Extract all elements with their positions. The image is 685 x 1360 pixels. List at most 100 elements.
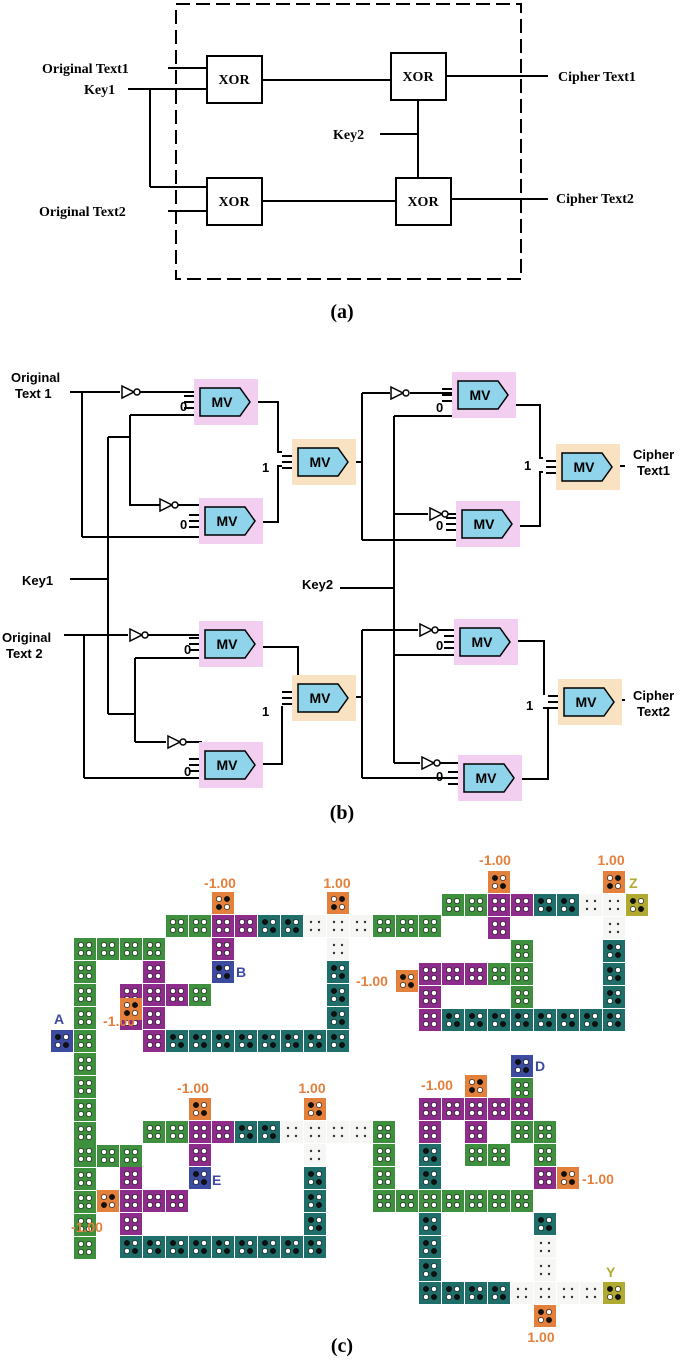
output-label: Cipher (633, 447, 674, 462)
qca-cell (258, 915, 280, 937)
qca-cell (74, 1007, 96, 1029)
qca-cell (97, 1145, 119, 1167)
qca-cell (442, 1098, 464, 1120)
xor-gate (206, 55, 263, 104)
qca-cell (488, 1144, 510, 1166)
qca-cell (281, 1236, 303, 1258)
qca-cell (74, 1237, 96, 1259)
qca-cell (419, 1236, 441, 1258)
qca-cell-grid (51, 871, 648, 1327)
gate-label: MV (310, 454, 332, 470)
panel-a-text: Original Text1 Key1 Original Text2 Key2 … (39, 62, 636, 323)
polarization-value: 1.00 (597, 852, 624, 868)
qca-cell (465, 1009, 487, 1031)
qca-cell (281, 1121, 303, 1143)
qca-cell (166, 1121, 188, 1143)
qca-cell (419, 1190, 441, 1212)
qca-cell (143, 961, 165, 983)
panel-caption: (c) (331, 1335, 353, 1357)
qca-cell (281, 1030, 303, 1052)
qca-cell (74, 984, 96, 1006)
constant-label: 1 (526, 698, 533, 713)
qca-cell (281, 915, 303, 937)
qca-cell (603, 1282, 625, 1304)
qca-cell (534, 1282, 556, 1304)
qca-cell (235, 915, 257, 937)
qca-cell (304, 1190, 326, 1212)
qca-cell (465, 1190, 487, 1212)
panel-a-xor-diagram (128, 3, 548, 280)
input-label: Key1 (22, 573, 53, 588)
qca-cell (120, 1213, 142, 1235)
qca-cell (511, 1098, 533, 1120)
mv-shape (297, 447, 349, 477)
qca-cell (120, 938, 142, 960)
gate-label: MV (474, 516, 496, 532)
qca-cell (465, 894, 487, 916)
qca-cell (419, 1121, 441, 1143)
majority-voter-gate: MV (199, 498, 263, 544)
qca-cell (419, 1167, 441, 1189)
qca-cell (189, 1030, 211, 1052)
majority-voter-gate: MV (199, 621, 263, 667)
qca-cell (304, 1121, 326, 1143)
qca-cell (603, 894, 625, 916)
constant-label: 1 (262, 704, 269, 719)
inverter-gate (419, 622, 439, 638)
input-label: Key2 (302, 577, 333, 592)
qca-cell (74, 1191, 96, 1213)
inverter-gate (129, 627, 149, 643)
qca-cell (534, 1213, 556, 1235)
qca-cell (304, 1236, 326, 1258)
qca-cell (511, 894, 533, 916)
constant-label: 0 (184, 764, 191, 779)
qca-cell (488, 1190, 510, 1212)
qca-cell (419, 986, 441, 1008)
qca-cell (143, 984, 165, 1006)
output-label: Text1 (637, 463, 670, 478)
input-label: Text 1 (15, 386, 52, 401)
qca-cell (212, 1030, 234, 1052)
qca-cell (419, 1009, 441, 1031)
qca-cell (74, 1168, 96, 1190)
panel-b-text: Original Text 1 Key1 Original Text 2 Key… (2, 370, 674, 719)
qca-cell (419, 915, 441, 937)
qca-cell (327, 1007, 349, 1029)
gate-label: MV (476, 770, 498, 786)
panel-caption: (a) (330, 301, 353, 323)
qca-cell (396, 915, 418, 937)
qca-cell (373, 1121, 395, 1143)
input-label: Original Text2 (39, 205, 126, 220)
qca-cell (327, 915, 349, 937)
qca-cell (488, 871, 510, 893)
output-label: Cipher (633, 688, 674, 703)
constant-label: 0 (180, 517, 187, 532)
mv-shape (204, 629, 256, 659)
polarization-value: -1.00 (71, 1219, 103, 1235)
majority-voter-gate: MV (199, 742, 263, 788)
input-label: Original Text1 (42, 62, 129, 77)
qca-cell (373, 915, 395, 937)
mv-shape (204, 750, 256, 780)
cell-label: D (535, 1058, 545, 1074)
gate-label: XOR (218, 195, 250, 210)
constant-label: 0 (180, 399, 187, 414)
input-label: Original (2, 630, 51, 645)
qca-cell (166, 1030, 188, 1052)
qca-cell (580, 894, 602, 916)
qca-cell (304, 1144, 326, 1166)
majority-voter-gate: MV (458, 755, 522, 801)
polarization-value: -1.00 (177, 1080, 209, 1096)
qca-cell (419, 1259, 441, 1281)
qca-cell (97, 938, 119, 960)
cell-label: Z (629, 875, 638, 891)
inverter-gate (421, 755, 441, 771)
boundary-box (175, 3, 522, 280)
constant-label: 1 (262, 460, 269, 475)
gate-label: MV (217, 757, 239, 773)
inverter-gate (429, 506, 449, 522)
gate-label: XOR (407, 195, 439, 210)
qca-cell (74, 1053, 96, 1075)
